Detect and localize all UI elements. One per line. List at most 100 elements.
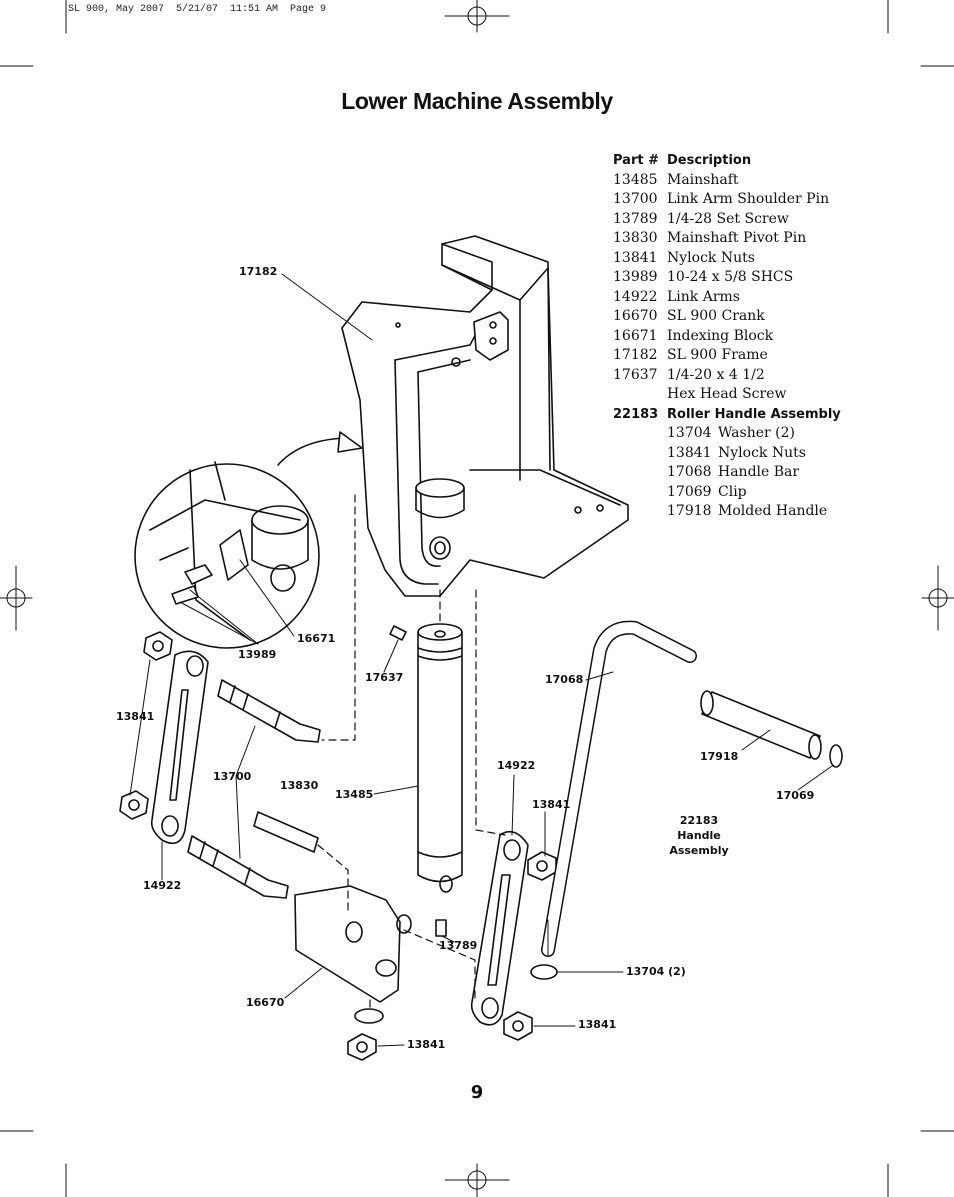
legend-description: Link Arm Shoulder Pin	[667, 191, 830, 207]
legend-header: Part # Description	[613, 151, 841, 171]
callout-13841-crank: 13841	[407, 1038, 446, 1051]
legend-sub-description: Nylock Nuts	[718, 444, 806, 461]
callout-17182: 17182	[239, 265, 278, 278]
callout-13830: 13830	[280, 779, 319, 792]
legend-row: 13700 Link Arm Shoulder Pin	[613, 190, 841, 210]
callout-16671: 16671	[297, 632, 336, 645]
set-screw-13789	[435, 919, 447, 937]
legend-part-number: 13700	[613, 191, 658, 207]
callout-17637: 17637	[365, 671, 404, 684]
legend-description: Nylock Nuts	[667, 249, 755, 266]
legend-description: Indexing Block	[667, 327, 774, 344]
screw-17637	[389, 625, 407, 641]
nylock-nut-13841-left-top	[143, 631, 173, 661]
molded-handle-17918	[700, 690, 822, 760]
callout-13704: 13704 (2)	[626, 965, 686, 978]
legend-part-number: 16670	[613, 308, 658, 324]
legend-row: Hex Head Screw	[613, 385, 841, 405]
clip-17069	[829, 744, 843, 768]
page-number: 9	[470, 1082, 484, 1103]
registration-mark-top	[444, 0, 510, 33]
legend-description: Mainshaft	[667, 171, 739, 188]
legend-part-number: 13789	[613, 210, 658, 227]
legend-sub-part-number: 17068	[667, 464, 712, 480]
callout-14922-left: 14922	[143, 879, 182, 892]
registration-mark-bottom	[444, 1163, 510, 1197]
legend-sub-rows: 13704 Washer (2) 13841 Nylock Nuts 17068 Hand…	[613, 424, 841, 522]
callout-13789: 13789	[439, 939, 478, 952]
callout-13700: 13700	[213, 770, 252, 783]
handle-assembly-line1: Handle	[677, 829, 721, 842]
legend-assembly-row: 22183 Roller Handle Assembly	[613, 405, 841, 425]
legend-part-number: 13830	[613, 230, 658, 246]
link-arm-right-14922	[470, 830, 529, 1026]
legend-sub-row: 17068 Handle Bar	[613, 463, 841, 483]
leader-nuts-left	[129, 659, 151, 796]
legend-row: 13841 Nylock Nuts	[613, 249, 841, 269]
callout-17918: 17918	[700, 750, 739, 763]
legend-row: 13989 10-24 x 5/8 SHCS	[613, 268, 841, 288]
legend-sub-description: Handle Bar	[718, 464, 800, 480]
washer-13704	[530, 964, 558, 980]
legend-sub-row: 17918 Molded Handle	[613, 502, 841, 522]
legend-rows: 13485 Mainshaft 13700 Link Arm Shoulder Pin…	[613, 171, 841, 405]
leader-lines	[161, 273, 833, 1047]
handle-assembly-number: 22183	[679, 814, 719, 827]
nylock-nut-13841-left-bottom	[119, 790, 149, 820]
print-slug: SL 900, May 2007 5/21/07 11:51 AM Page 9	[68, 4, 327, 15]
nylock-nut-13841-right-top	[527, 851, 557, 881]
legend-row: 16670 SL 900 Crank	[613, 307, 841, 327]
page-title: Lower Machine Assembly	[341, 88, 613, 114]
legend-part-number: 16671	[613, 327, 658, 344]
legend-row: 13789 1/4-28 Set Screw	[613, 210, 841, 230]
detail-arrowhead	[337, 431, 363, 453]
shoulder-pin-13700-top	[217, 679, 321, 743]
legend-description: SL 900 Frame	[667, 347, 768, 363]
legend-assembly-part: 22183	[613, 406, 659, 422]
legend-sub-part-number: 17918	[667, 503, 712, 519]
legend-description: SL 900 Crank	[667, 308, 765, 324]
legend-sub-description: Molded Handle	[718, 503, 828, 519]
legend-description: Link Arms	[667, 288, 740, 305]
callout-17068: 17068	[545, 673, 584, 686]
assembly-dash-lines	[317, 494, 506, 1011]
legend-part-number: 17637	[613, 366, 658, 383]
legend-description: Hex Head Screw	[667, 386, 787, 402]
callout-13841-left: 13841	[116, 710, 155, 723]
mainshaft-13485	[417, 623, 463, 893]
frame-17182	[341, 235, 629, 597]
crank-16670	[294, 885, 412, 1003]
legend-description: 10-24 x 5/8 SHCS	[667, 269, 794, 285]
registration-mark-left	[0, 565, 33, 631]
legend-sub-part-number: 13841	[667, 444, 712, 461]
registration-mark-right	[921, 565, 954, 631]
shoulder-pin-13700-bottom	[187, 835, 289, 899]
detail-arrow	[277, 437, 346, 466]
legend-sub-description: Washer (2)	[718, 425, 795, 441]
legend-part-number: 13989	[613, 269, 658, 285]
legend-part-number: 13841	[613, 249, 658, 266]
legend-description: 1/4-28 Set Screw	[667, 210, 789, 227]
legend-sub-row: 13841 Nylock Nuts	[613, 444, 841, 464]
legend-sub-description: Clip	[718, 483, 747, 500]
legend-description: 1/4-20 x 4 1/2	[667, 366, 765, 383]
legend-header-desc: Description	[667, 153, 752, 168]
legend-sub-part-number: 17069	[667, 483, 712, 500]
nylock-nut-13841-crank	[347, 1033, 377, 1061]
callout-13485: 13485	[335, 788, 374, 801]
callout-13841-right-bottom: 13841	[578, 1018, 617, 1031]
callout-13841-right-top: 13841	[532, 798, 571, 811]
legend-row: 17637 1/4-20 x 4 1/2	[613, 366, 841, 386]
legend-description: Mainshaft Pivot Pin	[667, 230, 807, 246]
callout-17069: 17069	[776, 789, 815, 802]
legend-part-number: 13485	[613, 171, 658, 188]
legend-sub-row: 13704 Washer (2)	[613, 424, 841, 444]
handle-assembly-line2: Assembly	[669, 844, 729, 857]
legend-header-part: Part #	[613, 153, 659, 168]
legend-sub-part-number: 13704	[667, 425, 712, 441]
callout-14922-right: 14922	[497, 759, 536, 772]
